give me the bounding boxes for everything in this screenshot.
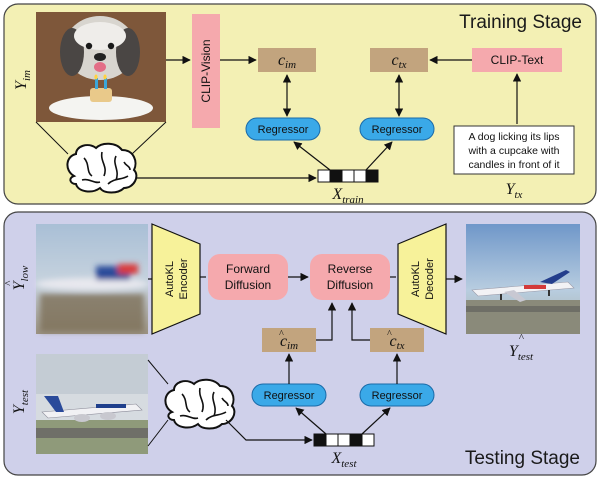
brain-to-xtest-arrow: [225, 419, 313, 445]
training-stage-title: Training Stage: [459, 12, 582, 33]
autokl-decoder: AutoKL Decoder: [397, 223, 447, 335]
svg-text:AutoKL: AutoKL: [410, 261, 422, 297]
xtrain-to-regressor-right: [365, 141, 393, 171]
regressor-train-left: Regressor: [245, 117, 321, 141]
c-im-box: cim: [258, 48, 316, 72]
svg-text:^: ^: [279, 329, 284, 340]
svg-text:Ytest: Ytest: [509, 343, 534, 363]
x-train-strip: [317, 169, 379, 183]
x-train-label: Xtrain: [331, 186, 364, 206]
svg-text:Regressor: Regressor: [372, 124, 423, 136]
y-im-label: Yim: [13, 70, 33, 90]
svg-text:^: ^: [3, 280, 15, 286]
test-airplane-photo: [36, 354, 148, 454]
clip-text-box: CLIP-Text: [472, 48, 562, 72]
reverse-diffusion-box: Reverse Diffusion: [310, 254, 390, 300]
c-tx-box: ctx: [370, 48, 428, 72]
svg-text:^: ^: [519, 332, 525, 344]
svg-text:Forward: Forward: [226, 262, 270, 276]
y-test-label: Ytest: [11, 389, 31, 414]
svg-text:cim: cim: [278, 52, 296, 71]
y-tx-label: Ytx: [506, 181, 523, 201]
svg-text:Regressor: Regressor: [264, 390, 315, 402]
regressor-test-left: Regressor: [251, 383, 327, 407]
svg-text:Ytest: Ytest: [11, 389, 31, 414]
svg-text:with a cupcake with: with a cupcake with: [467, 145, 559, 157]
svg-text:Encoder: Encoder: [178, 258, 190, 299]
regressor-test-right: Regressor: [359, 383, 435, 407]
svg-text:Regressor: Regressor: [372, 390, 423, 402]
regressor-train-right: Regressor: [359, 117, 435, 141]
brain-icon-test: [164, 378, 236, 430]
svg-text:candles in front of it: candles in front of it: [468, 159, 559, 171]
y-low-label: Ylow ^: [3, 265, 31, 290]
blurred-airplane-photo: [36, 224, 148, 334]
svg-text:Regressor: Regressor: [258, 124, 309, 136]
svg-text:A dog licking its lips: A dog licking its lips: [468, 131, 559, 143]
svg-text:Reverse: Reverse: [328, 262, 373, 276]
brain-icon: [66, 142, 138, 194]
c-tx-hat-box: ^ ctx: [370, 328, 424, 352]
caption-box: A dog licking its lips with a cupcake wi…: [453, 125, 575, 175]
ctx-hat-to-reverse-arrow: [347, 302, 370, 341]
xtest-to-regressor-right: [361, 407, 391, 435]
svg-text:Ylow: Ylow: [11, 265, 31, 290]
dog-photo: [36, 12, 166, 122]
test-photo-to-brain-lines: [147, 359, 169, 447]
forward-diffusion-box: Forward Diffusion: [208, 254, 288, 300]
cim-hat-to-reverse-arrow: [316, 302, 337, 341]
xtrain-to-regressor-left: [293, 141, 331, 171]
svg-text:cim: cim: [280, 333, 298, 352]
testing-stage-title: Testing Stage: [465, 448, 580, 469]
x-test-strip: [313, 433, 375, 447]
clip-vision-box: CLIP-Vision: [192, 14, 220, 128]
y-test-hat-label: ^ Ytest: [509, 332, 534, 363]
svg-text:^: ^: [387, 329, 392, 340]
svg-text:Yim: Yim: [13, 70, 33, 90]
c-im-hat-box: ^ cim: [262, 328, 316, 352]
x-test-label: Xtest: [330, 450, 357, 470]
svg-text:Diffusion: Diffusion: [225, 278, 271, 292]
photo-to-brain-lines: [35, 121, 167, 155]
clip-text-label: CLIP-Text: [491, 53, 544, 67]
clip-vision-label: CLIP-Vision: [199, 39, 213, 102]
svg-text:ctx: ctx: [389, 333, 404, 352]
svg-text:Diffusion: Diffusion: [327, 278, 373, 292]
svg-text:ctx: ctx: [391, 52, 406, 71]
autokl-encoder: AutoKL Encoder: [151, 223, 201, 335]
output-airplane-photo: [466, 224, 580, 334]
xtest-to-regressor-left: [295, 407, 327, 435]
svg-text:AutoKL: AutoKL: [164, 261, 176, 297]
svg-text:Decoder: Decoder: [424, 258, 436, 300]
